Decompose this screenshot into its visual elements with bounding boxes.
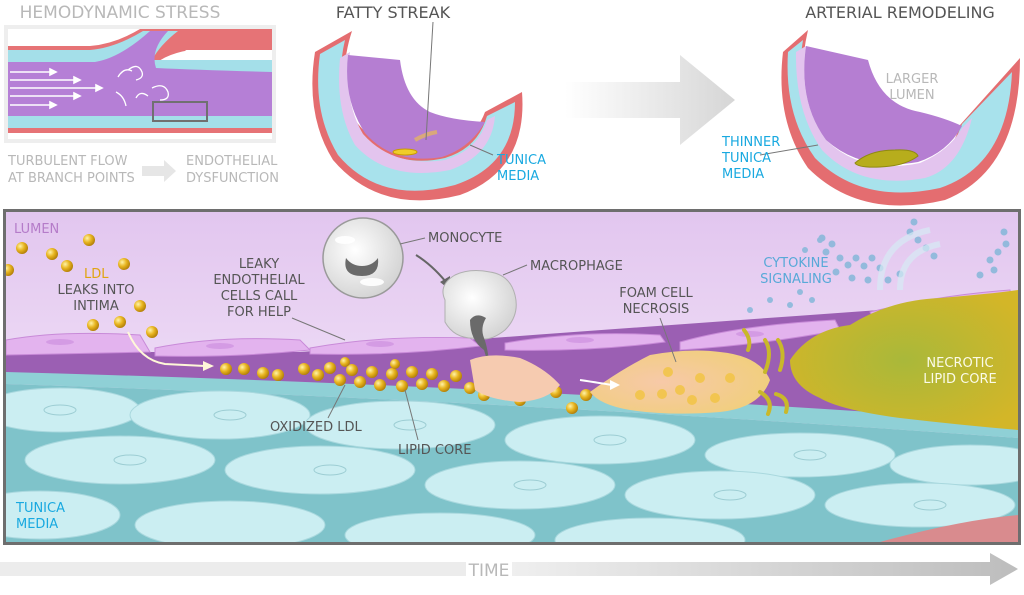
fatty-streak-lumen	[347, 55, 485, 159]
necrotic-fragments	[742, 328, 789, 416]
hemodynamic-title: HEMODYNAMIC STRESS	[20, 3, 221, 23]
cell-nuclei	[43, 404, 947, 511]
ldl-entry-arrow	[127, 331, 206, 367]
oxidized-ldl-label: OXIDIZED LDL	[270, 420, 363, 435]
detail-panel: LUMEN LDL LEAKS INTO INTIMA LEAKY ENDOTH…	[6, 212, 1018, 542]
fatty-streak-panel: FATTY STREAK TUNICA MEDIA	[312, 3, 546, 201]
lumen-label: LUMEN	[14, 222, 59, 237]
progression-arrow	[565, 55, 735, 145]
fatty-streak-leader	[425, 21, 434, 141]
monocyte-to-macrophage-arrow	[415, 254, 447, 283]
foam-cell-line1: FOAM CELL	[619, 286, 693, 301]
thinner-tunica-media-line3: MEDIA	[722, 167, 764, 182]
ldl-particles-lumen	[6, 234, 158, 338]
larger-lumen-line1: LARGER	[886, 72, 939, 87]
endothelial-dysfunction-line1: ENDOTHELIAL	[186, 154, 278, 169]
flow-arrows	[10, 67, 104, 110]
tunica-media-detail-line1: TUNICA	[15, 501, 65, 516]
time-label: TIME	[468, 561, 510, 581]
thinner-tunica-media-line2: TUNICA	[721, 151, 771, 166]
turbulence-swirls	[115, 65, 169, 107]
tunica-media-label-line2: MEDIA	[497, 169, 539, 184]
foam-cell-lipids	[635, 367, 735, 405]
thinner-tunica-media-line1: THINNER	[721, 135, 780, 150]
arterial-remodeling-title: ARTERIAL REMODELING	[805, 3, 995, 22]
lipid-core-label: LIPID CORE	[398, 443, 471, 458]
endothelial-dysfunction-line2: DYSFUNCTION	[186, 171, 279, 186]
time-axis: TIME	[0, 553, 1018, 585]
tunica-media-label-line1: TUNICA	[496, 153, 546, 168]
smooth-muscle-cells	[6, 387, 1018, 542]
necrotic-core-line2: LIPID CORE	[923, 372, 996, 387]
necrotic-core	[790, 290, 1018, 430]
foam-cell	[590, 350, 770, 414]
macrophage-cell	[442, 270, 517, 370]
turbulent-flow-caption-line2: AT BRANCH POINTS	[8, 171, 135, 186]
ldl-leaks-line2: INTIMA	[73, 299, 119, 314]
signal-waves	[877, 227, 941, 291]
elastic-lamina	[6, 372, 1018, 438]
tunica-media-detail-line2: MEDIA	[16, 517, 58, 532]
leaky-cells-line2: ENDOTHELIAL	[213, 273, 305, 288]
monocyte-cell	[322, 217, 404, 299]
cytokine-line2: SIGNALING	[760, 272, 832, 287]
leaky-cells-line1: LEAKY	[239, 257, 279, 272]
macrophage-label: MACROPHAGE	[530, 259, 623, 274]
fatty-streak-title: FATTY STREAK	[336, 3, 451, 22]
cytokine-line1: CYTOKINE	[763, 256, 828, 271]
leaky-cells-line4: FOR HELP	[227, 305, 291, 320]
ldl-leaks-line1: LEAKS INTO	[58, 283, 135, 298]
foam-cell-arrow	[579, 379, 613, 386]
turbulent-flow-caption-line1: TURBULENT FLOW	[7, 154, 128, 169]
arterial-remodeling-panel: ARTERIAL REMODELING LARGER LUMEN THINNER…	[721, 3, 1020, 206]
monocyte-label: MONOCYTE	[428, 231, 502, 246]
remodeling-lumen	[804, 46, 962, 165]
highlight-box	[152, 101, 208, 122]
time-arrow	[512, 553, 1018, 585]
time-bar-left	[0, 562, 466, 576]
larger-lumen-line2: LUMEN	[889, 88, 934, 103]
foam-cell-line2: NECROSIS	[623, 302, 690, 317]
necrotic-core-line1: NECROTIC	[926, 356, 993, 371]
leaky-cells-line3: CELLS CALL	[221, 289, 298, 304]
adventitia-corner	[880, 515, 1018, 542]
remodeling-plaque	[854, 149, 919, 168]
caption-arrow	[142, 160, 176, 182]
fatty-streak-deposit	[392, 148, 418, 156]
migrating-macrophage	[470, 355, 560, 402]
ldl-label: LDL	[84, 267, 109, 282]
hemodynamic-stress-panel: HEMODYNAMIC STRESS TURBULENT FLOW AT BRA…	[4, 3, 279, 186]
